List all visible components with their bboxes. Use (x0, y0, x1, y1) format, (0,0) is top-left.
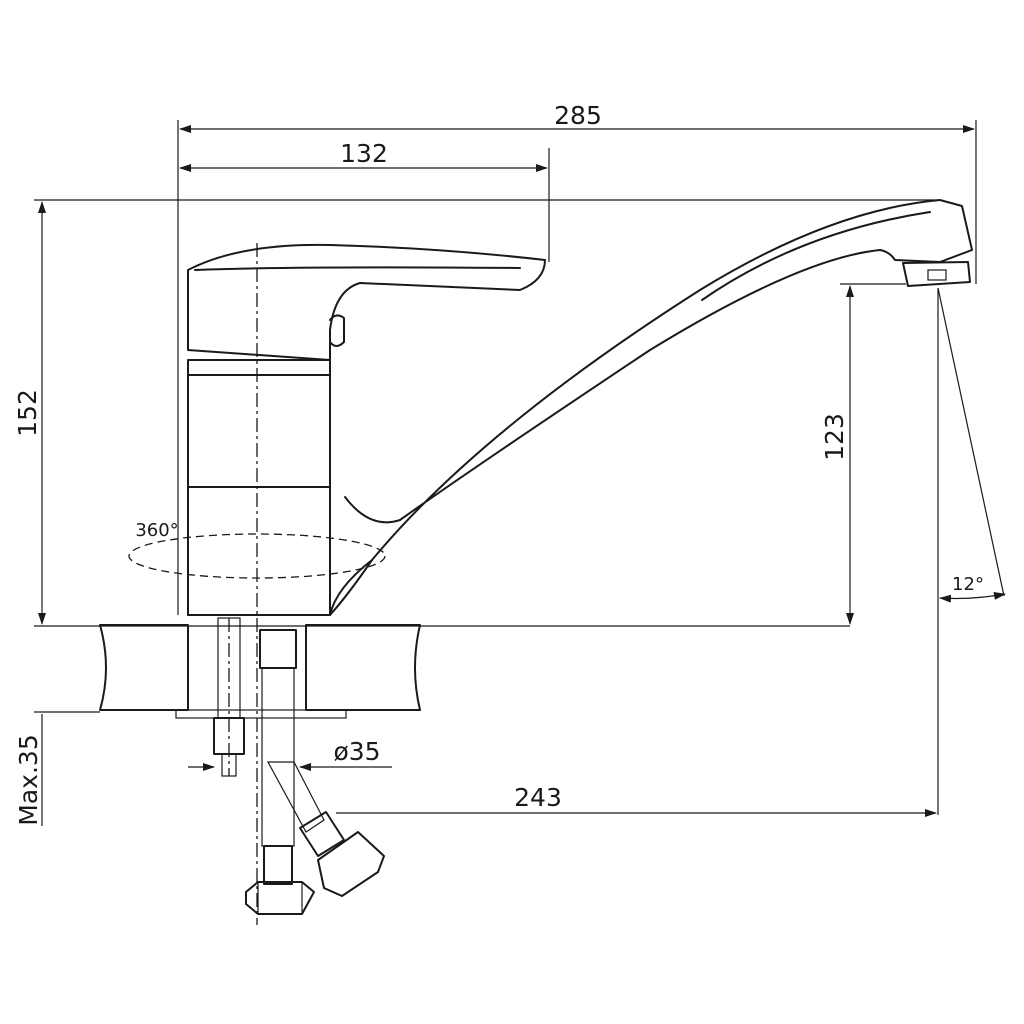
flexible-hose-left (245, 629, 315, 915)
label-hole-diameter: ø35 (333, 737, 380, 766)
dimension-max-counter-thickness: Max.35 (14, 711, 100, 826)
label-spout-height: 123 (820, 413, 849, 461)
label-spout-reach: 243 (514, 783, 562, 812)
label-swivel-angle: 360° (135, 520, 178, 541)
dimension-overall-height: 152 (13, 199, 940, 627)
faucet-body (187, 199, 973, 616)
dimension-handle-reach: 132 (179, 139, 550, 262)
dimension-overall-length: 285 (177, 101, 977, 615)
dimension-tilt-angle: 12° (937, 287, 1006, 815)
label-overall-length: 285 (554, 101, 602, 130)
flexible-hose-right (266, 761, 385, 897)
label-overall-height: 152 (13, 389, 42, 437)
label-tilt-angle: 12° (952, 574, 984, 595)
dimension-hole-diameter: ø35 (188, 737, 392, 771)
mounting-hardware (213, 617, 245, 777)
dimension-spout-height: 123 (820, 283, 906, 625)
countertop-section (99, 624, 421, 719)
label-max-counter-thickness: Max.35 (14, 734, 43, 825)
label-handle-reach: 132 (340, 139, 388, 168)
dimension-spout-reach: 243 (336, 783, 937, 817)
